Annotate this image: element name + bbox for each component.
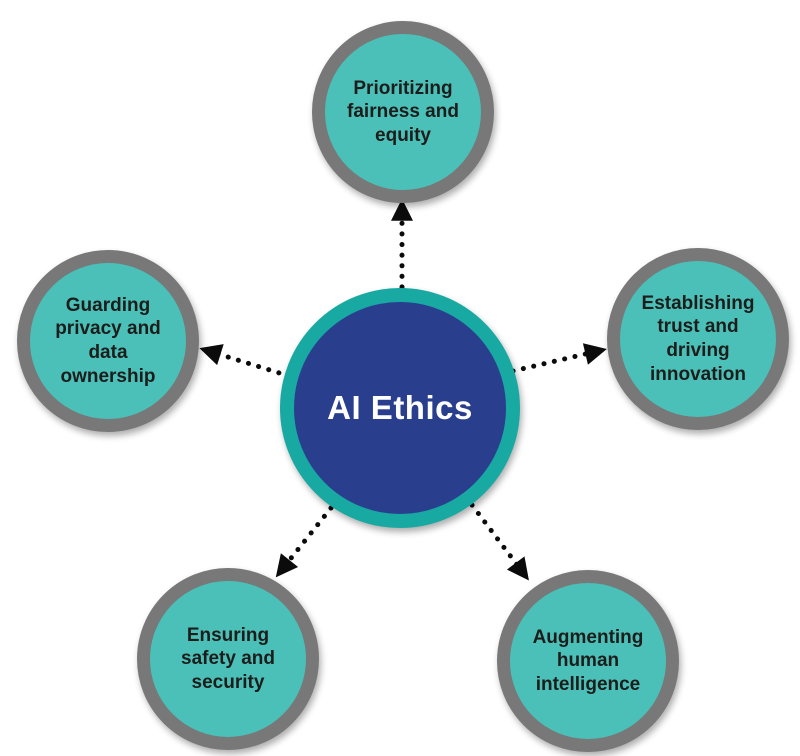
node-ensuring-safety-security: Ensuring safety and security bbox=[137, 568, 319, 750]
arrow-to-bottom-right-icon bbox=[469, 502, 529, 581]
node-label: Ensuring safety and security bbox=[181, 624, 275, 693]
arrow-to-left-icon bbox=[199, 344, 292, 379]
node-prioritizing-fairness-equity: Prioritizing fairness and equity bbox=[312, 21, 494, 203]
node-guarding-privacy-data-ownership: Guarding privacy and data ownership bbox=[17, 250, 199, 432]
arrow-to-bottom-left-icon bbox=[275, 505, 334, 578]
node-label: Guarding privacy and data ownership bbox=[55, 294, 161, 387]
node-label: Prioritizing fairness and equity bbox=[347, 77, 459, 146]
node-augmenting-human-intelligence: Augmenting human intelligence bbox=[497, 570, 679, 752]
center-node-ai-ethics: AI Ethics bbox=[280, 288, 520, 528]
arrow-to-right-icon bbox=[510, 343, 607, 374]
node-establishing-trust-innovation: Establishing trust and driving innovatio… bbox=[607, 248, 789, 430]
center-node-label: AI Ethics bbox=[327, 389, 473, 426]
node-label: Establishing trust and driving innovatio… bbox=[641, 292, 755, 385]
node-label: Augmenting human intelligence bbox=[532, 626, 644, 695]
